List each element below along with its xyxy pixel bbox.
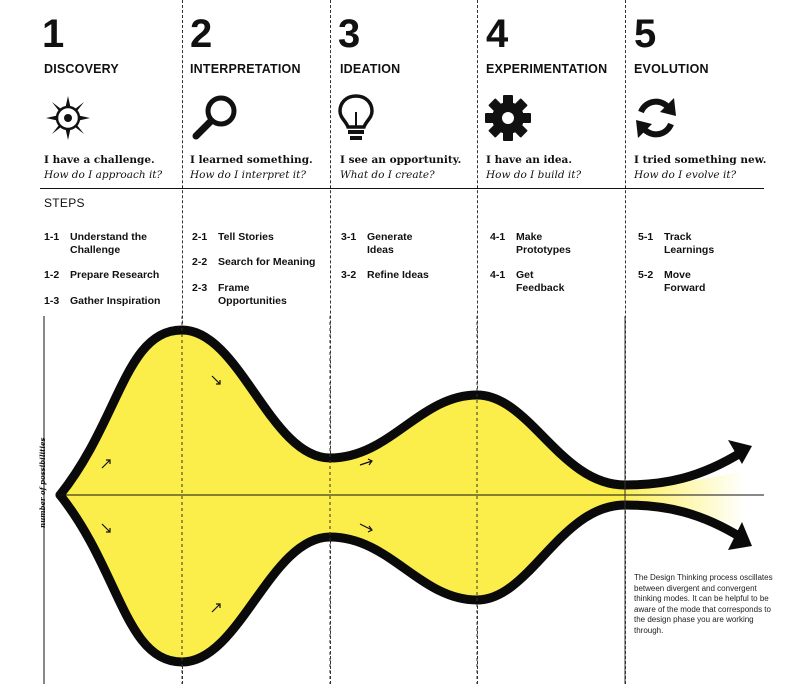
step-title: Frame Opportunities <box>218 282 287 307</box>
step-number: 1-2 <box>44 269 60 281</box>
arrowhead-icon <box>728 522 752 550</box>
phase-dividers <box>181 316 478 684</box>
step-number: 4-1 <box>490 269 506 281</box>
step-title: Make Prototypes <box>516 231 571 256</box>
step-title: Prepare Research <box>70 269 160 281</box>
possibility-shape <box>60 330 625 662</box>
step-number: 5-2 <box>638 269 654 281</box>
process-note: The Design Thinking process oscillates b… <box>634 573 773 635</box>
step-title: Track Learnings <box>664 231 715 256</box>
y-axis-label: number of possibilities <box>38 437 47 528</box>
phase-statement: I tried something new. <box>634 154 767 166</box>
step-title: Get Feedback <box>516 269 565 294</box>
header-divider <box>40 188 764 189</box>
phase-question: How do I interpret it? <box>190 169 306 181</box>
phase-statement: I learned something. <box>190 154 313 166</box>
step-title: Gather Inspiration <box>70 295 161 307</box>
step-number: 2-1 <box>192 231 208 243</box>
refresh-icon <box>636 98 676 138</box>
phase-number: 2 <box>190 12 213 56</box>
phase-question: How do I approach it? <box>44 169 163 181</box>
step-title: Understand the Challenge <box>70 231 148 256</box>
phase-question: How do I build it? <box>486 169 582 181</box>
phase-name: EXPERIMENTATION <box>486 62 608 76</box>
magnifier-icon <box>192 95 237 140</box>
step-title: Move Forward <box>664 269 706 294</box>
step-number: 2-3 <box>192 282 208 294</box>
step-number: 5-1 <box>638 231 654 243</box>
lightbulb-icon <box>338 94 374 140</box>
step-number: 1-1 <box>44 231 60 243</box>
phase-question: What do I create? <box>340 169 435 181</box>
step-title: Tell Stories <box>218 231 274 243</box>
step-title: Refine Ideas <box>367 269 429 281</box>
step-number: 1-3 <box>44 295 60 307</box>
phase-question: How do I evolve it? <box>634 169 737 181</box>
phase-name: EVOLUTION <box>634 62 709 76</box>
phase-name: DISCOVERY <box>44 62 119 76</box>
phase-number: 3 <box>338 12 361 56</box>
phase-statement: I have a challenge. <box>44 154 155 166</box>
step-number: 3-1 <box>341 231 357 243</box>
step-number: 2-2 <box>192 256 208 268</box>
steps-label: STEPS <box>44 196 85 210</box>
step-title: Generate Ideas <box>367 231 413 256</box>
gear-icon <box>485 95 531 141</box>
phase-name: INTERPRETATION <box>190 62 301 76</box>
direction-arrows <box>101 375 373 613</box>
step-number: 3-2 <box>341 269 357 281</box>
compass-icon <box>46 96 90 140</box>
phase-name: IDEATION <box>340 62 401 76</box>
arrowhead-icon <box>728 440 752 464</box>
phase-number: 4 <box>486 12 509 56</box>
phase-statement: I have an idea. <box>486 154 573 166</box>
phase-number: 5 <box>634 12 657 56</box>
step-title: Search for Meaning <box>218 256 316 268</box>
phase-number: 1 <box>42 12 65 56</box>
phase-statement: I see an opportunity. <box>340 154 462 166</box>
step-number: 4-1 <box>490 231 506 243</box>
